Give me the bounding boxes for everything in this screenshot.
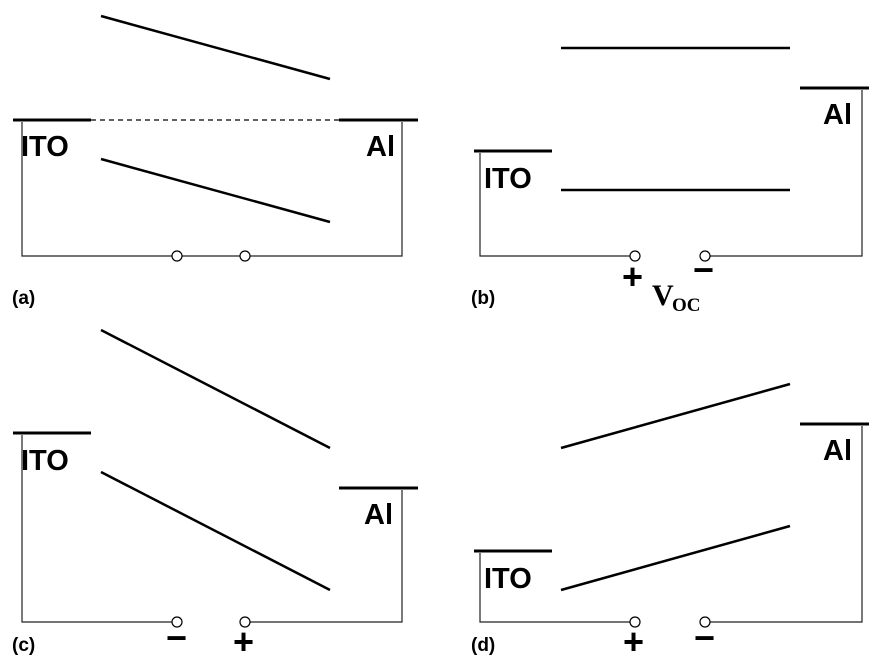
terminal-right: [699, 250, 711, 262]
panel-label: (d): [471, 635, 495, 655]
panel-c: ITO Al − + (c): [12, 328, 418, 655]
ito-label: ITO: [484, 563, 532, 595]
panel-b: ITO Al + − V OC (b): [471, 46, 869, 316]
external-circuit-wire: [21, 122, 403, 257]
external-circuit-wire-right: [250, 490, 403, 623]
al-label: Al: [823, 435, 852, 467]
ito-label: ITO: [21, 445, 69, 477]
open-circuit-voltage-subscript: OC: [672, 295, 701, 316]
panel-d: ITO Al + − (d): [471, 382, 869, 655]
panel-label: (b): [471, 288, 495, 309]
terminal-left: [629, 616, 641, 628]
negative-sign: −: [166, 617, 187, 655]
positive-sign: +: [623, 621, 644, 655]
terminal-left: [171, 250, 183, 262]
panel-a: ITO Al (a): [12, 14, 418, 309]
panel-label: (c): [12, 635, 35, 655]
al-label: Al: [366, 131, 395, 163]
lumo-band: [100, 328, 331, 450]
external-circuit-wire-left: [21, 435, 172, 623]
external-circuit-wire-left: [479, 153, 630, 257]
terminal-left: [629, 250, 641, 262]
homo-band: [100, 157, 331, 224]
external-circuit-wire-right: [710, 426, 863, 623]
negative-sign: −: [694, 617, 715, 655]
terminal-right: [239, 250, 251, 262]
panel-label: (a): [12, 288, 35, 309]
negative-sign: −: [693, 249, 714, 290]
ito-label: ITO: [21, 131, 69, 163]
terminal-right: [239, 616, 251, 628]
lumo-band: [100, 14, 331, 81]
terminal-right: [699, 616, 711, 628]
homo-band: [100, 470, 331, 592]
positive-sign: +: [233, 621, 254, 655]
external-circuit-wire-left: [479, 553, 630, 623]
ito-label: ITO: [484, 163, 532, 195]
positive-sign: +: [622, 256, 643, 297]
external-circuit-wire-right: [710, 90, 863, 257]
homo-band: [560, 524, 791, 592]
lumo-band: [560, 382, 791, 450]
open-circuit-voltage-label: V: [652, 279, 674, 312]
al-label: Al: [823, 99, 852, 131]
al-label: Al: [364, 499, 393, 531]
terminal-left: [171, 616, 183, 628]
